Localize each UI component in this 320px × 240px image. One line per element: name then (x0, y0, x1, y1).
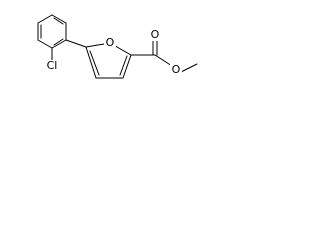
benzene-bond (51, 14, 67, 24)
ester-oxygen-label-bg (170, 64, 182, 76)
ester-oxygen-label: O (172, 63, 181, 76)
benzene-bond (37, 14, 53, 24)
benzene-double-bond (53, 17, 64, 25)
benzene-bond (51, 39, 67, 49)
chlorine-label: Cl (47, 59, 58, 72)
ester-methyl-bond (180, 63, 198, 73)
carbonyl-oxygen-label-bg (149, 29, 161, 41)
benzene-bond (37, 39, 53, 49)
ester-oxygen-label-group: O (170, 63, 182, 76)
molecule-canvas: Cl O O O (0, 0, 221, 116)
chlorine-label-bg (42, 60, 62, 72)
furan-double-bond (89, 50, 100, 76)
benzene-double-bond (53, 38, 64, 46)
benzene-ring (37, 14, 67, 49)
ester-group (130, 37, 198, 73)
furan-bond (85, 46, 97, 79)
furan-oxygen-label-group: O (104, 36, 116, 49)
furan-ring (85, 42, 132, 79)
carbonyl-oxygen-label-group: O (149, 28, 161, 41)
furan-bond (122, 54, 132, 79)
carbonyl-oxygen-label: O (151, 28, 160, 41)
molecule-diagram: Cl O O O (37, 14, 198, 79)
ester-single-bond (154, 54, 173, 67)
aryl-furan-bond (65, 39, 87, 48)
furan-double-bond (119, 55, 128, 76)
chlorine-label-group: Cl (42, 59, 62, 72)
furan-oxygen-label: O (106, 36, 115, 49)
furan-oxygen-label-bg (104, 37, 116, 49)
